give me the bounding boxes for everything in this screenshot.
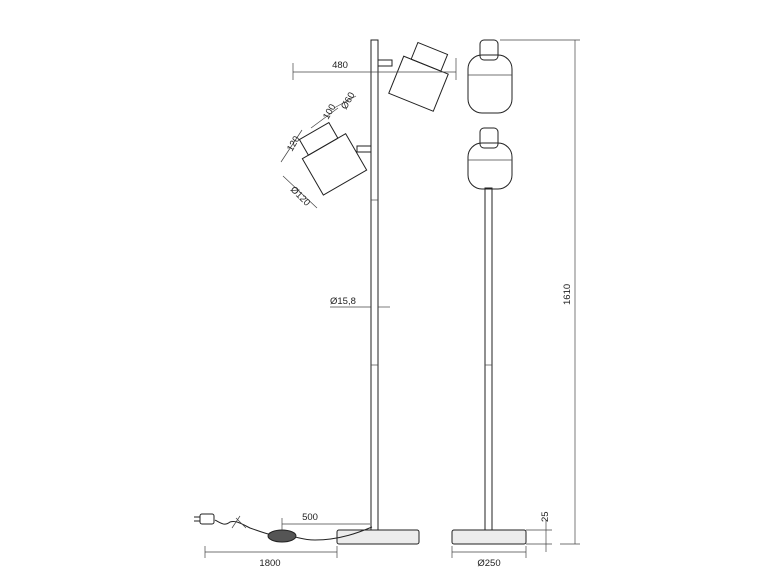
- lower-shade: [298, 121, 368, 196]
- upper-head-front: [479, 39, 499, 61]
- dim-250: Ø250: [477, 558, 500, 569]
- dim-head-dia: Ø60: [339, 90, 358, 111]
- lower-head-front: [479, 127, 499, 149]
- upper-shade: [388, 41, 449, 112]
- dim-480: 480: [332, 60, 348, 71]
- base-front: [451, 529, 527, 545]
- dim-pole-dia: Ø15,8: [330, 296, 356, 307]
- dim-120: 120: [285, 134, 302, 153]
- dim-1800: 1800: [259, 558, 280, 569]
- base-side: [336, 529, 420, 545]
- dim-shade-dia: Ø120: [288, 184, 312, 208]
- pole-front: [484, 187, 493, 531]
- dim-100: 100: [321, 102, 338, 121]
- upper-shade-front: [467, 54, 513, 114]
- cable: [214, 519, 373, 541]
- upper-arm: [377, 59, 393, 67]
- plug: [199, 513, 215, 525]
- dim-1610: 1610: [562, 284, 573, 305]
- side-view: 480 100 Ø60 120 Ø120 Ø15,8 500 1800: [194, 39, 457, 569]
- lower-arm: [356, 145, 372, 153]
- dim-500: 500: [302, 512, 318, 523]
- pole-side: [370, 39, 379, 531]
- lower-shade-front: [467, 142, 513, 190]
- dim-25: 25: [540, 511, 551, 522]
- foot-switch: [267, 529, 297, 543]
- front-view: Ø250 25 1610: [451, 39, 580, 569]
